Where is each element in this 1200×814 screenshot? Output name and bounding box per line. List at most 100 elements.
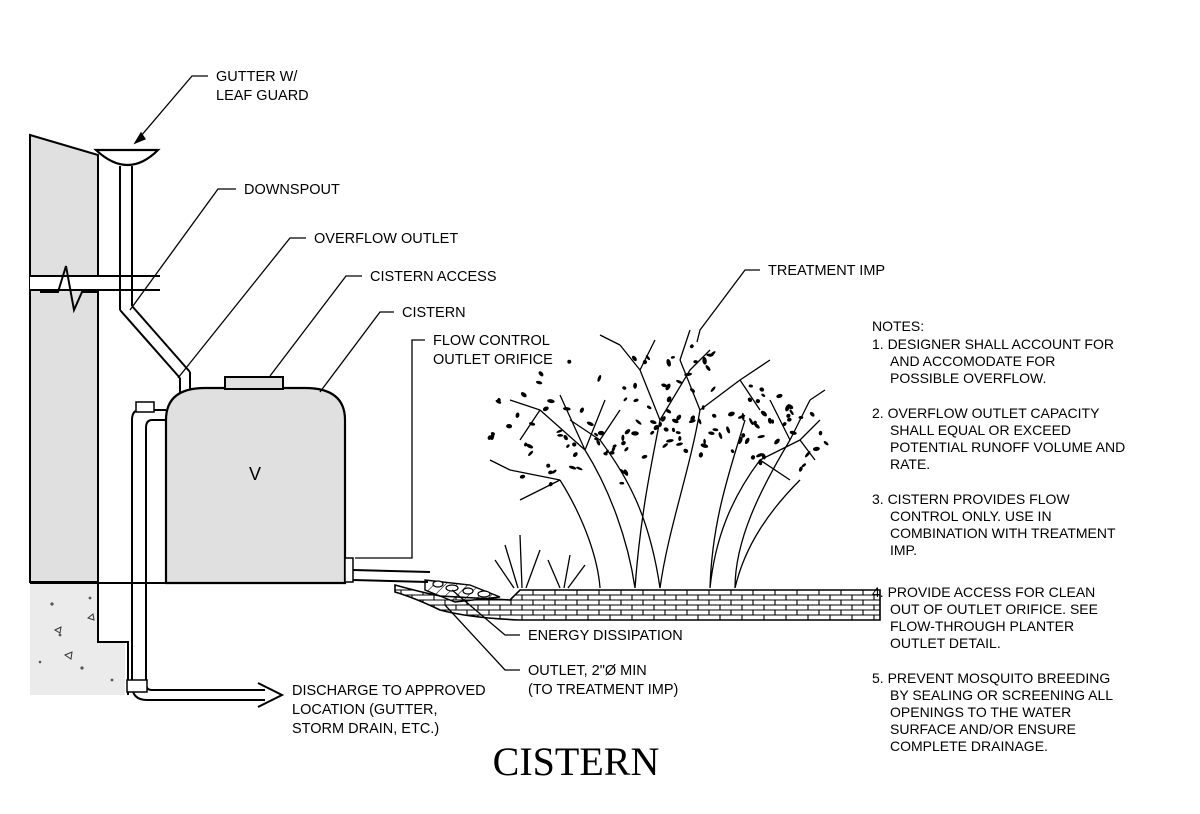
leaf	[684, 372, 693, 377]
leaf	[624, 429, 631, 435]
leaf	[755, 398, 761, 404]
leaf	[597, 374, 602, 382]
note-line: CONTROL ONLY. USE IN	[890, 508, 1052, 524]
leaf	[490, 432, 495, 436]
leaf	[666, 358, 671, 367]
leaf	[528, 422, 536, 426]
leaf	[619, 481, 625, 485]
leaf	[496, 397, 501, 404]
leaf	[758, 459, 763, 466]
leaf	[678, 436, 682, 441]
leaf	[818, 430, 823, 436]
leaf	[519, 474, 526, 479]
leaf	[741, 433, 746, 438]
leaf	[801, 463, 807, 468]
leaf	[572, 442, 577, 447]
leaf	[663, 427, 669, 432]
leader-lines	[129, 75, 760, 671]
leaf	[702, 357, 707, 365]
leaf	[666, 439, 674, 443]
label-discharge: DISCHARGE TO APPROVED	[292, 683, 486, 699]
leaf	[683, 448, 689, 454]
leaf	[487, 435, 492, 440]
leaf	[557, 433, 564, 437]
note-line: 4. PROVIDE ACCESS FOR CLEAN	[872, 584, 1095, 600]
leaf	[675, 431, 681, 435]
label-downspout: DOWNSPOUT	[244, 182, 340, 198]
downspout-pipe	[119, 166, 191, 393]
leaf	[711, 413, 717, 418]
leaf	[624, 446, 629, 452]
leaf	[612, 444, 617, 448]
leaf	[551, 469, 557, 474]
leaf	[605, 449, 609, 455]
leaf	[662, 443, 668, 448]
note-line: POTENTIAL RUNOFF VOLUME AND	[890, 439, 1125, 455]
leaf	[689, 344, 694, 349]
leaf	[688, 419, 696, 423]
label-gutter: LEAF GUARD	[216, 88, 309, 104]
leaf	[631, 431, 639, 436]
note-line: RATE.	[890, 456, 930, 472]
leaf	[690, 415, 696, 421]
note-line: IMP.	[890, 542, 917, 558]
label-overflow-outlet: OVERFLOW OUTLET	[314, 231, 458, 247]
leaf	[646, 405, 652, 410]
leaf	[515, 412, 520, 418]
leaf	[728, 411, 735, 417]
tank-mark: V	[249, 464, 261, 484]
leaf	[597, 430, 605, 436]
note-line: SHALL EQUAL OR EXCEED	[890, 422, 1071, 438]
leaf	[586, 421, 594, 426]
leaf	[744, 437, 750, 445]
leaf	[661, 416, 666, 422]
label-energy-dissipation: ENERGY DISSIPATION	[528, 628, 683, 644]
leaf	[538, 371, 544, 377]
leaf	[645, 355, 651, 361]
note-line: 3. CISTERN PROVIDES FLOW	[872, 491, 1070, 507]
note-line: BY SEALING OR SCREENING ALL	[890, 687, 1113, 703]
label-outlet: OUTLET, 2"Ø MIN	[528, 663, 647, 679]
leaf	[563, 434, 568, 441]
note-line: COMPLETE DRAINAGE.	[890, 738, 1048, 754]
label-flow-control: FLOW CONTROL	[433, 333, 550, 349]
leaf	[749, 417, 754, 426]
leaf	[798, 416, 804, 419]
shrub-leaves	[487, 344, 829, 487]
leaf	[576, 466, 583, 471]
leaf	[609, 450, 615, 455]
leaf	[546, 463, 551, 468]
leaf	[767, 417, 773, 424]
note-line: OPENINGS TO THE WATER	[890, 704, 1071, 720]
leaf	[698, 418, 702, 425]
cistern-tank: V	[164, 376, 347, 585]
leaf	[750, 455, 756, 460]
leaf	[774, 438, 780, 445]
outlet-pipe	[344, 557, 431, 583]
leaf	[520, 392, 527, 398]
leaf	[619, 469, 625, 474]
drawing-title: CISTERN	[493, 739, 660, 784]
leaf	[785, 405, 790, 412]
leaf	[631, 355, 637, 362]
leaf	[665, 383, 671, 391]
leaf	[789, 409, 794, 416]
leaf	[676, 442, 683, 446]
leaf	[633, 398, 639, 403]
leaf	[633, 382, 638, 389]
leaf	[535, 380, 543, 385]
note-line: FLOW-THROUGH PLANTER	[890, 618, 1074, 634]
leaf	[525, 443, 534, 449]
leaf	[705, 365, 711, 371]
leaf	[671, 427, 676, 433]
label-treatment-imp: TREATMENT IMP	[768, 263, 885, 279]
building-wall	[29, 133, 129, 695]
leaf	[621, 440, 626, 446]
label-discharge: STORM DRAIN, ETC.)	[292, 721, 439, 737]
leaf	[754, 423, 760, 429]
leaf	[650, 420, 657, 425]
leaf	[542, 406, 549, 412]
leaf	[718, 432, 723, 440]
note-line: SURFACE AND/OR ENSURE	[890, 721, 1076, 737]
